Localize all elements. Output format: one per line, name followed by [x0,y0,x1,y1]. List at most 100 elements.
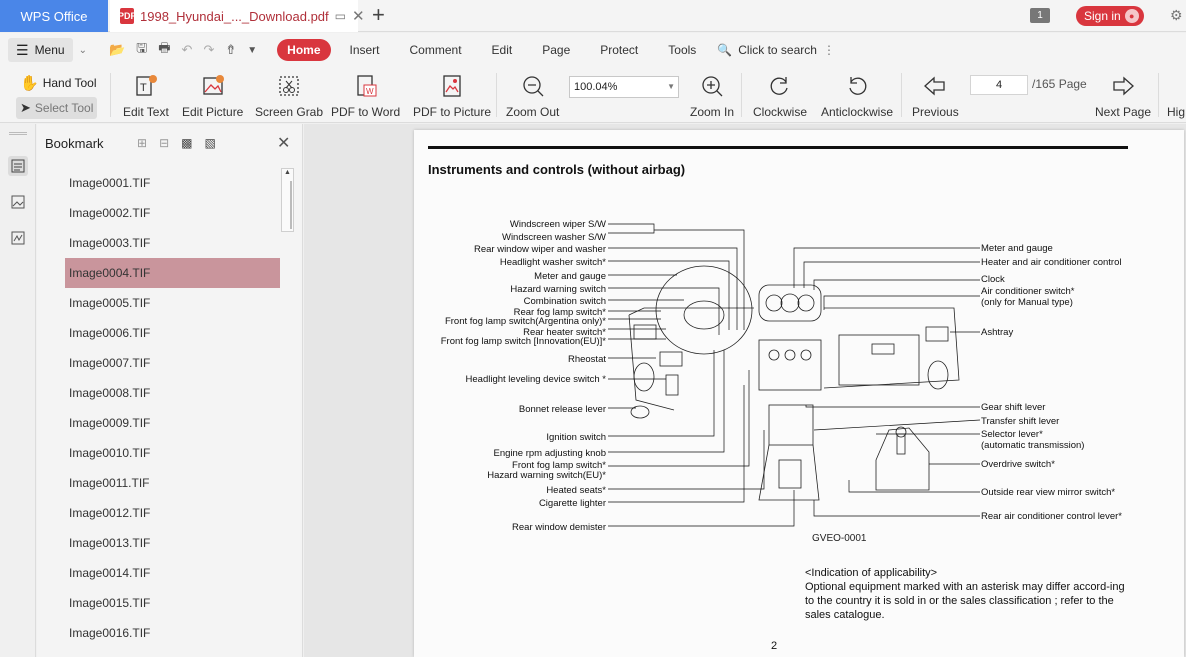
bookmark-scrollbar[interactable]: ▲ [281,168,294,232]
bookmark-item[interactable]: Image0001.TIF [69,176,151,190]
search-label: Click to search [738,43,817,57]
redo-icon[interactable]: ↷ [203,42,215,57]
thumbnail-panel-icon[interactable] [8,192,28,212]
callout-right: Air conditioner switch* [981,286,1075,297]
tab-protect[interactable]: Protect [600,43,639,57]
window-restore-icon[interactable]: ▭ [334,9,346,23]
hamburger-icon: ☰ [16,41,29,58]
rotate-anticlockwise-button[interactable]: Anticlockwise [821,71,893,119]
figure-code: GVEO-0001 [812,533,867,544]
clockwise-label: Clockwise [753,105,808,119]
left-navigation-strip [0,124,36,657]
main-menu-button[interactable]: ☰ Menu [8,38,73,62]
tab-edit[interactable]: Edit [491,43,513,57]
pdf-to-picture-icon [439,71,465,101]
svg-text:W: W [366,87,374,96]
callout-left: Hazard warning switch [510,284,606,295]
next-page-label: Next Page [1095,105,1152,119]
app-tab-wps-office[interactable]: WPS Office [0,0,108,32]
zoom-level-select[interactable]: 100.04% ▼ [569,76,679,98]
bookmark-item[interactable]: Image0010.TIF [69,446,151,460]
menu-dropdown-chevron-icon[interactable]: ⌄ [78,44,87,56]
rotate-clockwise-button[interactable]: Clockwise [753,71,807,119]
highlight-label: Hig [1167,105,1186,119]
bookmark-item[interactable]: Image0002.TIF [69,206,151,220]
select-tool-button[interactable]: ➤ Select Tool [16,97,98,119]
more-quick-actions-icon[interactable]: ▼ [247,44,258,56]
add-bookmark-icon[interactable]: ▩ [181,136,193,150]
page-footer-number: 2 [771,640,778,652]
bookmark-panel-icon[interactable] [8,156,28,176]
rotate-clockwise-icon [767,71,793,101]
tab-tools[interactable]: Tools [668,43,697,57]
callout-left: Rear heater switch* [523,327,606,338]
open-folder-icon[interactable]: 📂 [108,42,126,57]
bookmark-item[interactable]: Image0015.TIF [69,596,151,610]
bookmark-item[interactable]: Image0008.TIF [69,386,151,400]
bookmark-item[interactable]: Image0006.TIF [69,326,151,340]
undo-icon[interactable]: ↶ [181,42,193,57]
hand-tool-button[interactable]: ✋ Hand Tool [16,72,101,94]
sign-in-label: Sign in [1084,9,1121,23]
collapse-all-icon[interactable]: ⊟ [159,136,170,150]
settings-gear-icon[interactable]: ⚙ [1170,7,1183,23]
bookmark-item[interactable]: Image0014.TIF [69,566,151,580]
page-number-input[interactable]: 4 [970,75,1028,95]
callout-right: Gear shift lever [981,402,1046,413]
zoom-out-label: Zoom Out [506,105,560,119]
bookmark-item-selected[interactable]: Image0004.TIF [65,258,280,288]
pdf-to-word-icon: W [353,71,379,101]
ribbon-divider [110,73,111,117]
export-icon[interactable]: ⇮ [225,42,237,57]
save-icon[interactable]: 🖫 [136,40,148,55]
document-tab-label: 1998_Hyundai_..._Download.pdf [140,8,329,24]
previous-page-button[interactable]: Previous [912,71,959,119]
new-tab-plus-icon[interactable]: + [372,2,385,27]
zoom-out-button[interactable]: Zoom Out [506,71,559,119]
callout-right: Transfer shift lever [981,416,1060,427]
bookmark-item[interactable]: Image0016.TIF [69,626,151,640]
tab-page[interactable]: Page [542,43,571,57]
print-icon[interactable]: 🖶 [158,40,171,55]
pdf-to-word-button[interactable]: W PDF to Word [331,71,400,119]
expand-all-icon[interactable]: ⊞ [137,136,148,150]
bookmark-item[interactable]: Image0003.TIF [69,236,151,250]
document-viewport[interactable]: Instruments and controls (without airbag… [304,124,1186,657]
scrollbar-thumb[interactable] [283,181,292,229]
scroll-up-arrow-icon[interactable]: ▲ [284,169,291,176]
bookmark-item[interactable]: Image0009.TIF [69,416,151,430]
tab-insert[interactable]: Insert [349,43,380,57]
search-box[interactable]: 🔍 Click to search ⋮ [717,43,835,57]
more-options-icon[interactable]: ⋮ [822,43,835,57]
tab-comment[interactable]: Comment [409,43,462,57]
pdf-to-picture-button[interactable]: PDF to Picture [413,71,491,119]
bookmark-settings-icon[interactable]: ▧ [204,136,216,150]
next-page-button[interactable]: Next Page [1095,71,1151,119]
pdf-file-icon: PDF [118,8,136,24]
bookmark-item[interactable]: Image0011.TIF [69,476,150,490]
panel-collapse-handle[interactable] [9,132,27,135]
document-tab[interactable]: PDF 1998_Hyundai_..._Download.pdf ▭ ✕ [110,0,365,32]
edit-text-button[interactable]: T Edit Text [123,71,169,119]
callout-left: Meter and gauge [534,271,606,282]
signature-panel-icon[interactable] [8,228,28,248]
callout-left: Rear fog lamp switch* [513,307,606,318]
close-tab-icon[interactable]: ✕ [351,8,365,25]
screen-grab-label: Screen Grab [255,105,324,119]
sign-in-button[interactable]: Sign in ● [1076,6,1144,26]
zoom-in-button[interactable]: Zoom In [690,71,734,119]
bookmark-item[interactable]: Image0005.TIF [69,296,151,310]
bookmark-item[interactable]: Image0012.TIF [69,506,151,520]
callout-left: Windscreen wiper S/W [509,219,606,230]
close-panel-icon[interactable]: ✕ [277,135,291,152]
bookmark-item[interactable]: Image0007.TIF [69,356,151,370]
highlight-button[interactable]: Hig [1167,71,1185,119]
select-tool-label: Select Tool [34,101,94,115]
tab-home[interactable]: Home [277,39,331,61]
callout-right: Clock [981,274,1005,285]
bookmark-panel-title: Bookmark [45,136,104,151]
screen-grab-button[interactable]: Screen Grab [255,71,323,119]
window-count-badge[interactable]: 1 [1030,8,1050,23]
bookmark-item[interactable]: Image0013.TIF [69,536,151,550]
edit-picture-button[interactable]: Edit Picture [182,71,243,119]
